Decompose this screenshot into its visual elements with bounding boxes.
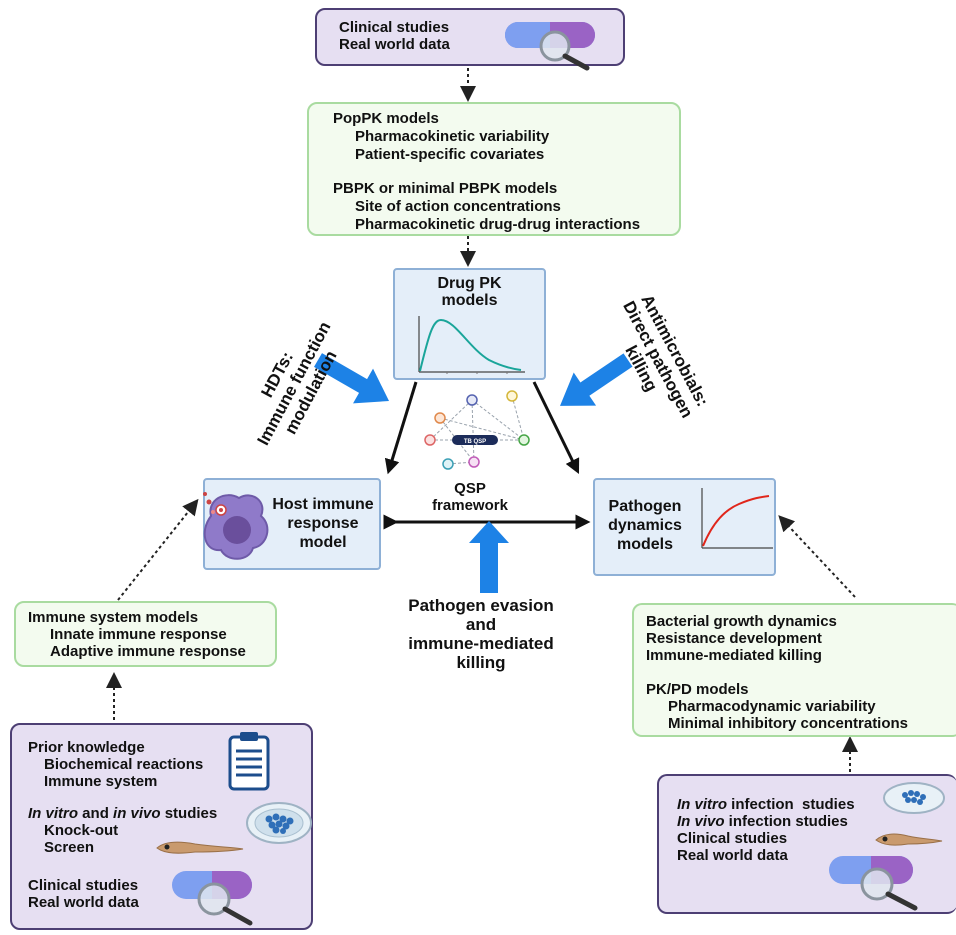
- host-model: model: [299, 534, 347, 551]
- pathogen-models: models: [616, 536, 673, 553]
- prior-invitro-c: in vivo: [113, 805, 161, 822]
- capsule-magnifier-icon: [505, 22, 595, 71]
- pbpk-item-site: Site of action concentrations: [355, 198, 561, 215]
- qsp-framework-label: framework: [432, 497, 508, 514]
- popPK-heading: PopPK models: [333, 110, 439, 127]
- prior-invitro-b: and: [78, 805, 114, 822]
- infection-invivo-a: In vivo: [677, 813, 725, 830]
- pk-curve-icon: [418, 316, 525, 374]
- prior-invitro-d: studies: [160, 805, 218, 822]
- dashed-arrow-immune-to-host: [117, 498, 199, 601]
- infection-invitro-b: infection studies: [727, 796, 855, 813]
- capsule-magnifier-icon: [172, 871, 253, 926]
- clipboard-icon: [228, 732, 270, 791]
- popPK-item-covariates: Patient-specific covariates: [355, 146, 545, 163]
- pkpd-mic: Minimal inhibitory concentrations: [668, 715, 909, 732]
- macrophage-icon: [203, 492, 269, 560]
- immune-system-models-box: Immune system models Innate immune respo…: [14, 601, 277, 667]
- prior-knowledge-box: Prior knowledge Biochemical reactions Im…: [10, 723, 313, 930]
- infection-invitro-line: In vitro infection studies: [677, 796, 855, 813]
- bacterial-growth: Bacterial growth dynamics: [646, 613, 837, 630]
- infection-invivo-b: infection studies: [724, 813, 848, 830]
- drug-pk-title: Drug PK: [437, 275, 502, 292]
- prior-screen: Screen: [44, 839, 95, 856]
- infection-studies-box: In vitro infection studies In vivo infec…: [657, 774, 956, 914]
- pathogen-dynamics-box: Pathogen dynamics models: [593, 478, 776, 576]
- arrow-drug-to-pathogen: [532, 381, 580, 475]
- prior-invitro-line: In vitro and in vivo studies: [28, 805, 217, 822]
- immune-models-innate: Innate immune response: [50, 626, 227, 643]
- drug-pk-box: Drug PK models: [393, 268, 546, 380]
- immune-models-title: Immune system models: [28, 609, 199, 626]
- top-data-box: Clinical studies Real world data: [315, 8, 625, 71]
- qsp-network-icon: TB QSP: [424, 390, 530, 470]
- pkpd-variability: Pharmacodynamic variability: [668, 698, 876, 715]
- infection-invivo-line: In vivo infection studies: [677, 813, 848, 830]
- prior-clinical: Clinical studies: [28, 877, 139, 894]
- zebrafish-icon: [156, 841, 244, 854]
- prior-invitro-a: In vitro: [28, 805, 79, 822]
- zebrafish-icon: [875, 833, 943, 846]
- resistance-development: Resistance development: [646, 630, 822, 647]
- infection-invitro-a: In vitro: [677, 796, 728, 813]
- prior-title: Prior knowledge: [28, 739, 145, 756]
- arrow-drug-to-host: [384, 381, 418, 475]
- pbpk-item-ddi: Pharmacokinetic drug-drug interactions: [355, 216, 641, 233]
- pbpk-heading: PBPK or minimal PBPK models: [333, 180, 558, 197]
- evasion-line1: Pathogen evasion: [408, 596, 554, 615]
- pk-models-box: PopPK models Pharmacokinetic variability…: [307, 102, 681, 236]
- infection-realworld: Real world data: [677, 847, 788, 864]
- host-subtitle: response: [287, 515, 359, 532]
- immune-mediated-killing: Immune-mediated killing: [646, 647, 822, 664]
- blue-arrow-antimicrobial: [560, 353, 633, 406]
- immune-models-adaptive: Adaptive immune response: [50, 643, 246, 660]
- pkpd-heading: PK/PD models: [646, 681, 749, 698]
- dashed-arrow-bacterial-to-pathogen: [778, 515, 856, 598]
- top-realworld-label: Real world data: [339, 36, 450, 53]
- prior-immune: Immune system: [44, 773, 158, 790]
- infection-clinical: Clinical studies: [677, 830, 788, 847]
- pathogen-subtitle: dynamics: [608, 517, 682, 534]
- evasion-label: Pathogen evasion and immune-mediated kil…: [393, 596, 569, 672]
- capsule-magnifier-icon: [829, 856, 918, 911]
- evasion-line4: killing: [456, 653, 506, 672]
- blue-arrow-evasion: [469, 521, 509, 593]
- pathogen-title: Pathogen: [608, 498, 682, 515]
- host-title: Host immune: [272, 496, 374, 513]
- prior-realworld: Real world data: [28, 894, 139, 911]
- prior-knockout: Knock-out: [44, 822, 119, 839]
- top-clinical-label: Clinical studies: [339, 19, 450, 36]
- evasion-line3: immune-mediated: [408, 634, 554, 653]
- host-immune-box: Host immune response model: [203, 478, 381, 570]
- petri-dish-icon: [883, 782, 945, 814]
- growth-curve-icon: [701, 488, 773, 549]
- qsp-label: QSP: [454, 480, 486, 497]
- bacterial-models-box: Bacterial growth dynamics Resistance dev…: [632, 603, 956, 737]
- drug-pk-subtitle: models: [441, 292, 498, 309]
- evasion-line2: and: [465, 615, 497, 634]
- petri-dish-icon: [246, 802, 312, 844]
- popPK-item-variability: Pharmacokinetic variability: [355, 128, 550, 145]
- prior-biochemical: Biochemical reactions: [44, 756, 204, 773]
- tb-qsp-badge: TB QSP: [464, 439, 486, 445]
- blue-arrow-hdt: [314, 353, 390, 404]
